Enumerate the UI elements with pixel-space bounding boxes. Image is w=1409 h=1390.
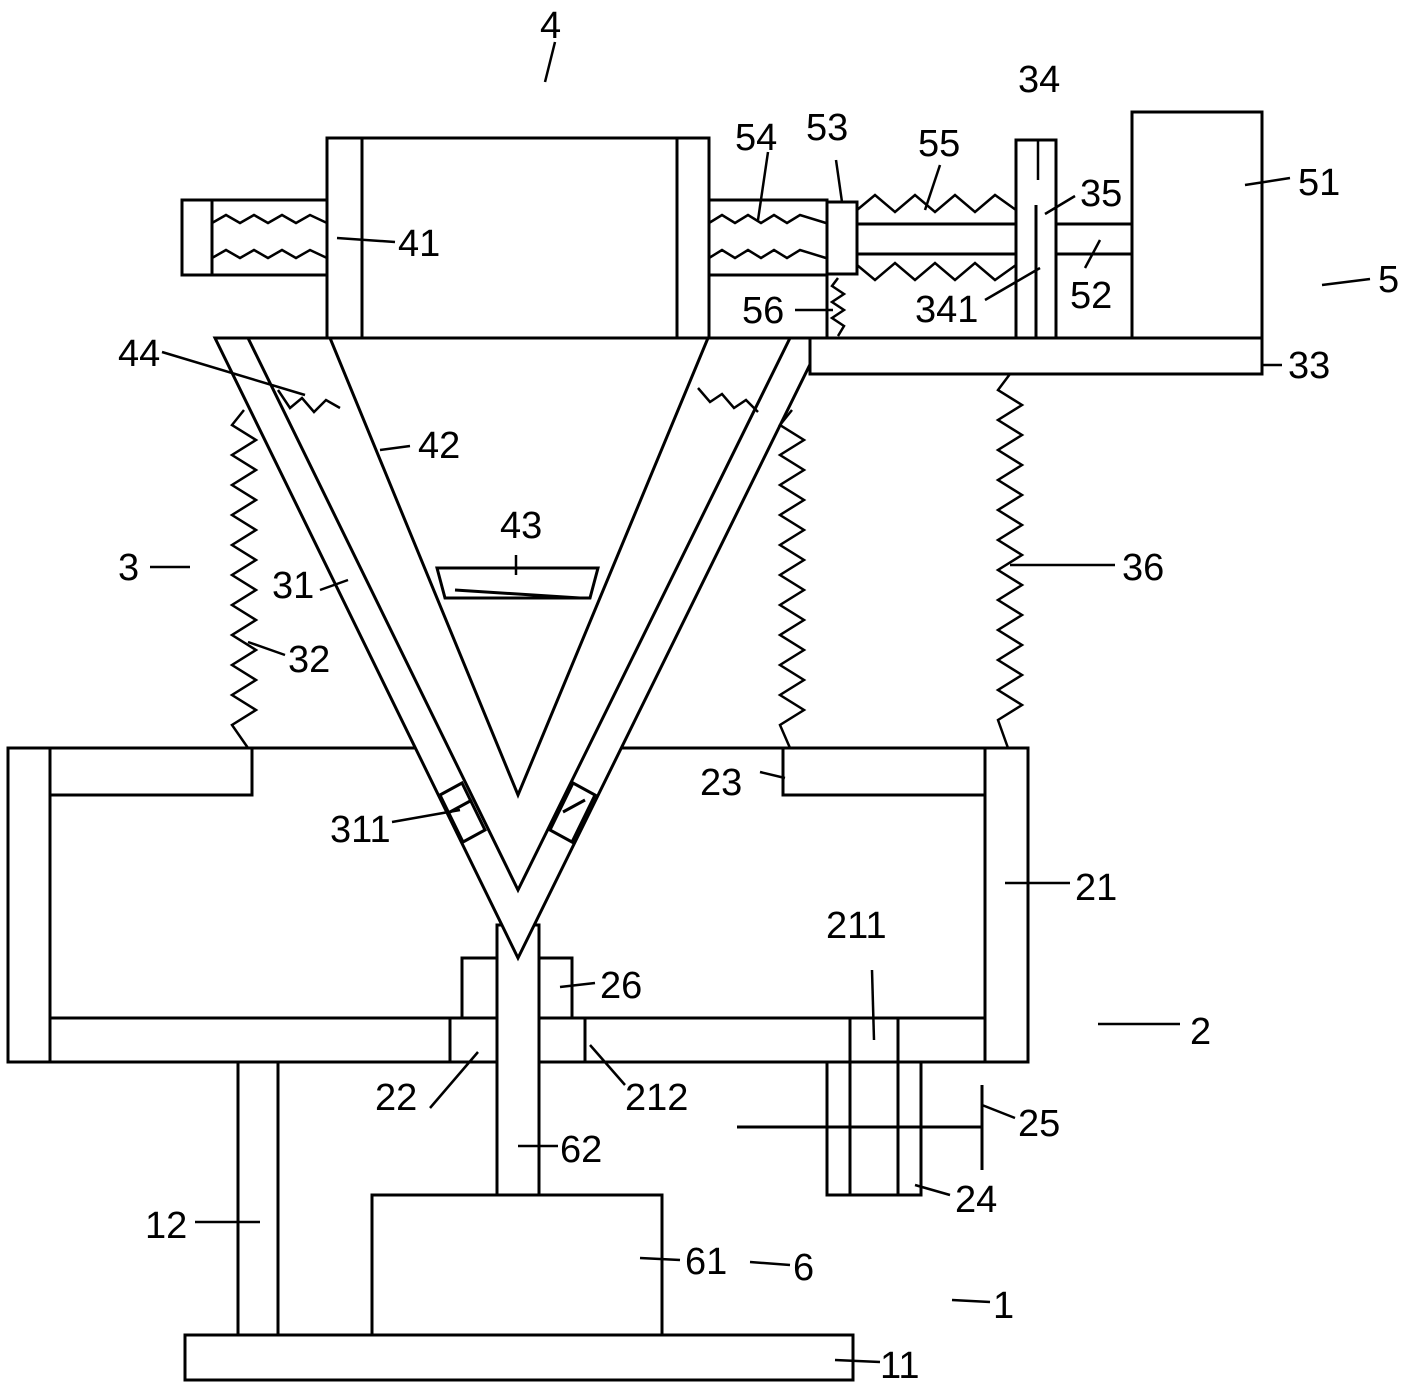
lower-bracket (707, 273, 829, 340)
label-44: 44 (118, 333, 160, 375)
label-33: 33 (1288, 345, 1330, 387)
label-55: 55 (918, 123, 960, 165)
label-43: 43 (500, 505, 542, 547)
label-11: 11 (880, 1345, 919, 1387)
support-column (236, 1060, 280, 1337)
spring-32 (229, 409, 259, 749)
label-212: 212 (625, 1077, 688, 1119)
motor-51 (1130, 110, 1264, 340)
label-56: 56 (742, 290, 784, 332)
label-42: 42 (418, 425, 460, 467)
label-53: 53 (806, 107, 848, 149)
label-2: 2 (1190, 1011, 1211, 1053)
left-top-shelf (50, 748, 254, 797)
label-52: 52 (1070, 275, 1112, 317)
label-32: 32 (288, 639, 330, 681)
label-3: 3 (118, 547, 139, 589)
label-24: 24 (955, 1179, 997, 1221)
base-plate (183, 1333, 855, 1382)
label-21: 21 (1075, 867, 1117, 909)
right-arm-spring-top (708, 213, 827, 225)
stir-bar-shadow (454, 588, 581, 600)
spring-middle (777, 409, 807, 749)
label-36: 36 (1122, 547, 1164, 589)
cone-spring-left (276, 389, 341, 414)
left-arm (180, 198, 329, 277)
small-spring-56 (829, 277, 847, 337)
label-41: 41 (398, 223, 440, 265)
label-211: 211 (826, 905, 887, 947)
label-51: 51 (1298, 162, 1340, 204)
cone-block-right (548, 780, 597, 845)
push-rod (855, 222, 1134, 256)
label-341: 341 (915, 289, 978, 331)
spring-55-top (856, 193, 1017, 214)
label-31: 31 (272, 565, 314, 607)
label-311: 311 (330, 809, 391, 851)
drum (325, 136, 711, 340)
label-22: 22 (375, 1077, 417, 1119)
slider-block (825, 200, 859, 276)
label-4: 4 (540, 5, 561, 47)
spring-36 (995, 373, 1025, 749)
part-labels: 4 5 3 2 1 6 11 12 21 22 23 24 25 26 31 3… (118, 5, 1399, 1387)
label-62: 62 (560, 1129, 602, 1171)
label-1: 1 (993, 1285, 1014, 1327)
left-arm-spring-bottom (211, 248, 328, 260)
right-top-shelf (781, 748, 985, 797)
label-54: 54 (735, 117, 777, 159)
label-34: 34 (1018, 59, 1060, 101)
left-arm-spring-top (211, 213, 328, 225)
label-6: 6 (793, 1247, 814, 1289)
spring-55-bottom (856, 261, 1017, 282)
label-61: 61 (685, 1241, 727, 1283)
label-25: 25 (1018, 1103, 1060, 1145)
mount-plate (808, 336, 1264, 376)
right-arm-spring-bottom (708, 248, 827, 260)
label-5: 5 (1378, 259, 1399, 301)
label-26: 26 (600, 965, 642, 1007)
leader-lines (150, 41, 1371, 1364)
label-23: 23 (700, 762, 742, 804)
cone-spring-right (697, 387, 759, 413)
label-12: 12 (145, 1205, 187, 1247)
motor-shaft-upper (495, 923, 541, 1197)
label-35: 35 (1080, 173, 1122, 215)
motor-box (370, 1193, 664, 1337)
right-arm (707, 198, 829, 277)
